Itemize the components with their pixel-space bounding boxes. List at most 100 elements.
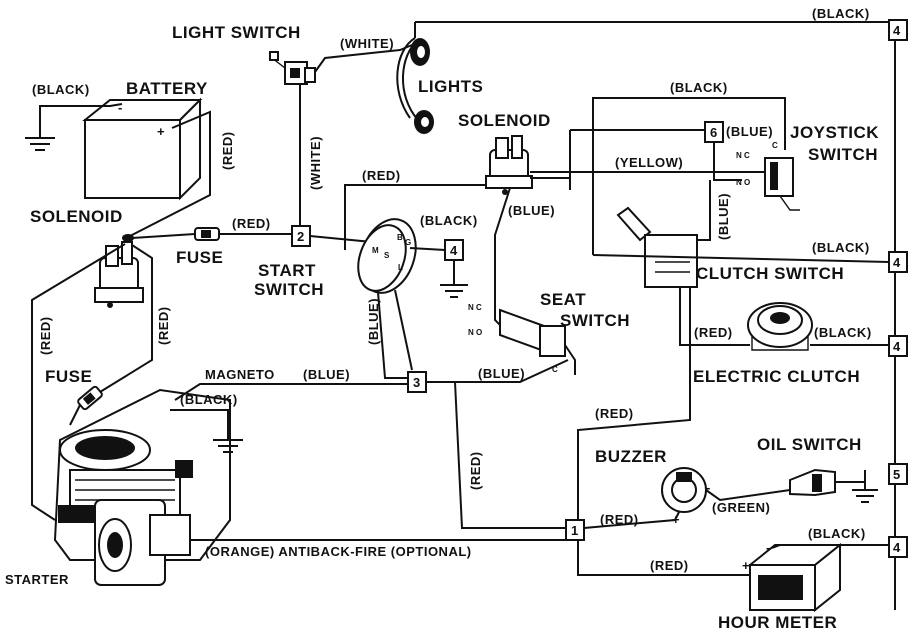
terminal-4-eclutch: 4 (888, 335, 908, 357)
joystick-switch: N C C N O (736, 141, 800, 211)
seat-pin-nc: N C (468, 303, 482, 312)
joystick-label-2: SWITCH (808, 145, 878, 164)
terminal-4-eclutch-label: 4 (893, 339, 901, 354)
wire-label-black-engine: (BLACK) (180, 392, 238, 407)
wire-label-red-hour: (RED) (650, 558, 689, 573)
solenoid-center (485, 135, 533, 195)
fuse-top-label: FUSE (176, 248, 223, 267)
solenoid-left-label: SOLENOID (30, 207, 123, 226)
terminal-4-clutch-label: 4 (893, 255, 901, 270)
terminal-4-bottom-label: 4 (893, 540, 901, 555)
wire-label-black-hour: (BLACK) (808, 526, 866, 541)
ground-bus (414, 20, 896, 610)
light-switch (269, 51, 316, 85)
wire-label-black-joystick: (BLACK) (670, 80, 728, 95)
electric-clutch (747, 302, 813, 351)
wire-label-red-battery: (RED) (220, 131, 235, 170)
terminal-4-top-label: 4 (893, 23, 901, 38)
wire-label-blue-seat: (BLUE) (478, 366, 525, 381)
clutch-switch-label: CLUTCH SWITCH (696, 264, 844, 283)
terminal-5: 5 (888, 463, 908, 485)
wire-label-white-top: (WHITE) (340, 36, 394, 51)
magneto-label: MAGNETO (205, 367, 275, 382)
engine-ground (213, 439, 243, 453)
buzzer-minus: - (706, 480, 711, 495)
wire-label-green: (GREEN) (712, 500, 770, 515)
buzzer: + - (661, 467, 711, 527)
start-switch-pin-g: G (405, 238, 411, 247)
terminal-2: 2 (291, 225, 311, 247)
start-switch-label-2: SWITCH (254, 280, 324, 299)
clutch-switch (616, 206, 698, 288)
joystick-label-1: JOYSTICK (790, 123, 879, 142)
terminal-6-label: 6 (710, 125, 717, 140)
fuse-top (194, 227, 220, 241)
wire-label-antibackfire: (ORANGE) ANTIBACK-FIRE (OPTIONAL) (205, 544, 472, 559)
wire-label-yellow: (YELLOW) (615, 155, 683, 170)
terminal-2-label: 2 (297, 229, 304, 244)
start-switch-pin-l: L (398, 263, 403, 272)
solenoid-center-label: SOLENOID (458, 111, 551, 130)
wire-label-black-eclutch: (BLACK) (814, 325, 872, 340)
terminal-5-label: 5 (893, 467, 900, 482)
wire-label-red-clutch: (RED) (595, 406, 634, 421)
light-switch-label: LIGHT SWITCH (172, 23, 301, 42)
battery-ground (25, 137, 55, 151)
seat-switch-label-1: SEAT (540, 290, 586, 309)
fuse-left-label: FUSE (45, 367, 92, 386)
wire-label-red-vertical: (RED) (468, 451, 483, 490)
wire-label-red-left-2: (RED) (156, 306, 171, 345)
lights-label: LIGHTS (418, 77, 483, 96)
start-ground (440, 284, 468, 298)
start-switch: B G S L M (357, 218, 417, 294)
terminal-1: 1 (565, 519, 585, 541)
wire-label-red-buzzer: (RED) (600, 512, 639, 527)
battery-label: BATTERY (126, 79, 208, 98)
terminal-3: 3 (407, 371, 427, 393)
terminal-4-bottom: 4 (888, 536, 908, 558)
joystick-pin-c: C (772, 141, 778, 150)
wire-label-blue-start: (BLUE) (366, 298, 381, 345)
wire-label-black-top: (BLACK) (812, 6, 870, 21)
buzzer-plus: + (672, 512, 680, 527)
start-switch-label-1: START (258, 261, 316, 280)
terminal-4-start-label: 4 (450, 243, 458, 258)
terminal-4-top: 4 (888, 19, 908, 41)
solenoid-left (94, 234, 144, 308)
wire-label-blue-clutch: (BLUE) (716, 193, 731, 240)
electric-clutch-label: ELECTRIC CLUTCH (693, 367, 860, 386)
start-switch-pin-b: B (397, 233, 403, 242)
wire-label-red-eclutch: (RED) (694, 325, 733, 340)
seat-pin-c: C (552, 365, 558, 374)
wire-label-white-vertical: (WHITE) (308, 136, 323, 190)
starter-label: STARTER (5, 572, 69, 587)
seat-pin-no: N O (468, 328, 482, 337)
joystick-pin-nc: N C (736, 151, 750, 160)
lights (396, 37, 434, 134)
seat-switch: N C N O C (468, 303, 566, 374)
fuse-left (77, 385, 103, 411)
joystick-pin-no: N O (736, 178, 750, 187)
battery: - + (82, 97, 203, 201)
hour-meter-minus: - (766, 540, 771, 555)
wire-label-red-fuse-top: (RED) (232, 216, 271, 231)
terminal-4-start: 4 (444, 239, 464, 261)
wire-label-black-start: (BLACK) (420, 213, 478, 228)
wire-label-black-clutch: (BLACK) (812, 240, 870, 255)
hour-meter: + - (742, 540, 843, 613)
wire-label-red-left: (RED) (38, 316, 53, 355)
buzzer-label: BUZZER (595, 447, 667, 466)
start-switch-pin-m: M (372, 246, 379, 255)
wire-label-black-battery: (BLACK) (32, 82, 90, 97)
oil-switch-label: OIL SWITCH (757, 435, 862, 454)
engine (53, 388, 231, 586)
wire-label-blue-magneto: (BLUE) (303, 367, 350, 382)
wire-label-blue-joystick: (BLUE) (726, 124, 773, 139)
oil-ground (852, 489, 878, 503)
terminal-3-label: 3 (413, 375, 420, 390)
hour-meter-plus: + (742, 558, 750, 573)
battery-plus: + (157, 124, 165, 139)
wire-label-blue-solenoid: (BLUE) (508, 203, 555, 218)
